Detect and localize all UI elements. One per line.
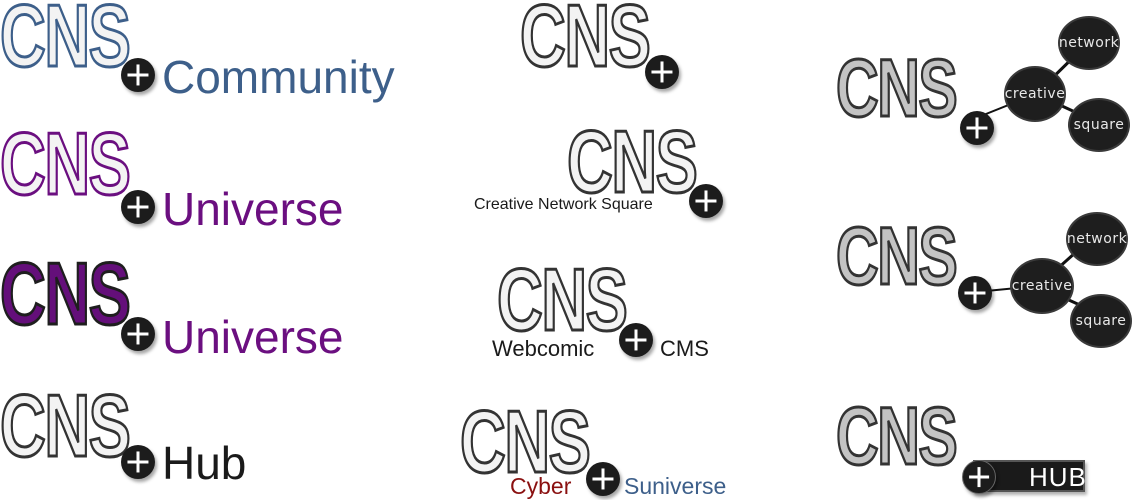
logo-word-hub: Hub xyxy=(162,437,247,489)
logo-cns-creative-network-square: CNS Creative Network Square xyxy=(470,116,740,222)
plus-circle-icon xyxy=(121,445,155,479)
cns-mark: CNS xyxy=(835,391,959,482)
logo-cns-network-1: CNS network creative square xyxy=(835,14,1148,184)
logo-word-community: Community xyxy=(162,51,395,103)
plus-circle-icon xyxy=(962,460,996,494)
cns-mark: CNS xyxy=(835,211,959,302)
cns-mark: CNS xyxy=(835,43,959,134)
plus-circle-icon xyxy=(960,111,994,145)
plus-circle-icon xyxy=(121,58,155,92)
logo-word-right: CMS xyxy=(660,336,709,361)
cns-mark: CNS xyxy=(496,250,629,349)
logo-cns-cyber-suniverse: CNS Cyber Suniverse xyxy=(459,396,750,500)
logo-cns-webcomic-cms: CNS Webcomic CMS xyxy=(490,254,730,362)
node-square: square xyxy=(1068,98,1130,152)
logo-cns-network-2: CNS network creative square xyxy=(835,206,1148,376)
cns-mark: CNS xyxy=(0,0,132,85)
hub-badge-label: HUB xyxy=(1029,462,1087,492)
logo-cns-universe-filled: CNS Universe xyxy=(0,248,400,366)
node-network: network xyxy=(1066,212,1128,266)
node-square: square xyxy=(1070,294,1132,348)
node-network: network xyxy=(1058,16,1120,70)
node-creative: creative xyxy=(1004,66,1066,122)
cns-mark: CNS xyxy=(459,392,592,491)
plus-circle-icon xyxy=(121,317,155,351)
logo-cns-plain: CNS xyxy=(519,0,690,100)
cns-mark: CNS xyxy=(0,114,132,213)
cns-mark: CNS xyxy=(0,376,132,475)
plus-circle-icon xyxy=(689,184,723,218)
cns-mark: CNS xyxy=(566,112,699,211)
cns-mark: CNS xyxy=(519,0,652,85)
cns-mark: CNS xyxy=(0,244,132,343)
logo-cns-hub: CNS Hub xyxy=(0,380,300,498)
logo-word-universe: Universe xyxy=(162,311,344,363)
logo-caption: Creative Network Square xyxy=(474,196,653,213)
plus-circle-icon xyxy=(958,276,992,310)
node-creative: creative xyxy=(1010,258,1074,314)
logo-word-universe: Universe xyxy=(162,183,344,235)
logo-word-left: Webcomic xyxy=(492,336,595,361)
logo-word-left: Cyber xyxy=(510,473,572,499)
plus-circle-icon xyxy=(586,462,620,496)
logo-word-right: Suniverse xyxy=(624,473,727,499)
logo-cns-universe-outline: CNS Universe xyxy=(0,118,400,236)
plus-circle-icon xyxy=(619,323,653,357)
logo-cns-hub-badge: CNS HUB xyxy=(835,394,1096,500)
plus-circle-icon xyxy=(121,190,155,224)
plus-circle-icon xyxy=(645,55,679,89)
logo-cns-community: CNS Community xyxy=(0,0,440,110)
